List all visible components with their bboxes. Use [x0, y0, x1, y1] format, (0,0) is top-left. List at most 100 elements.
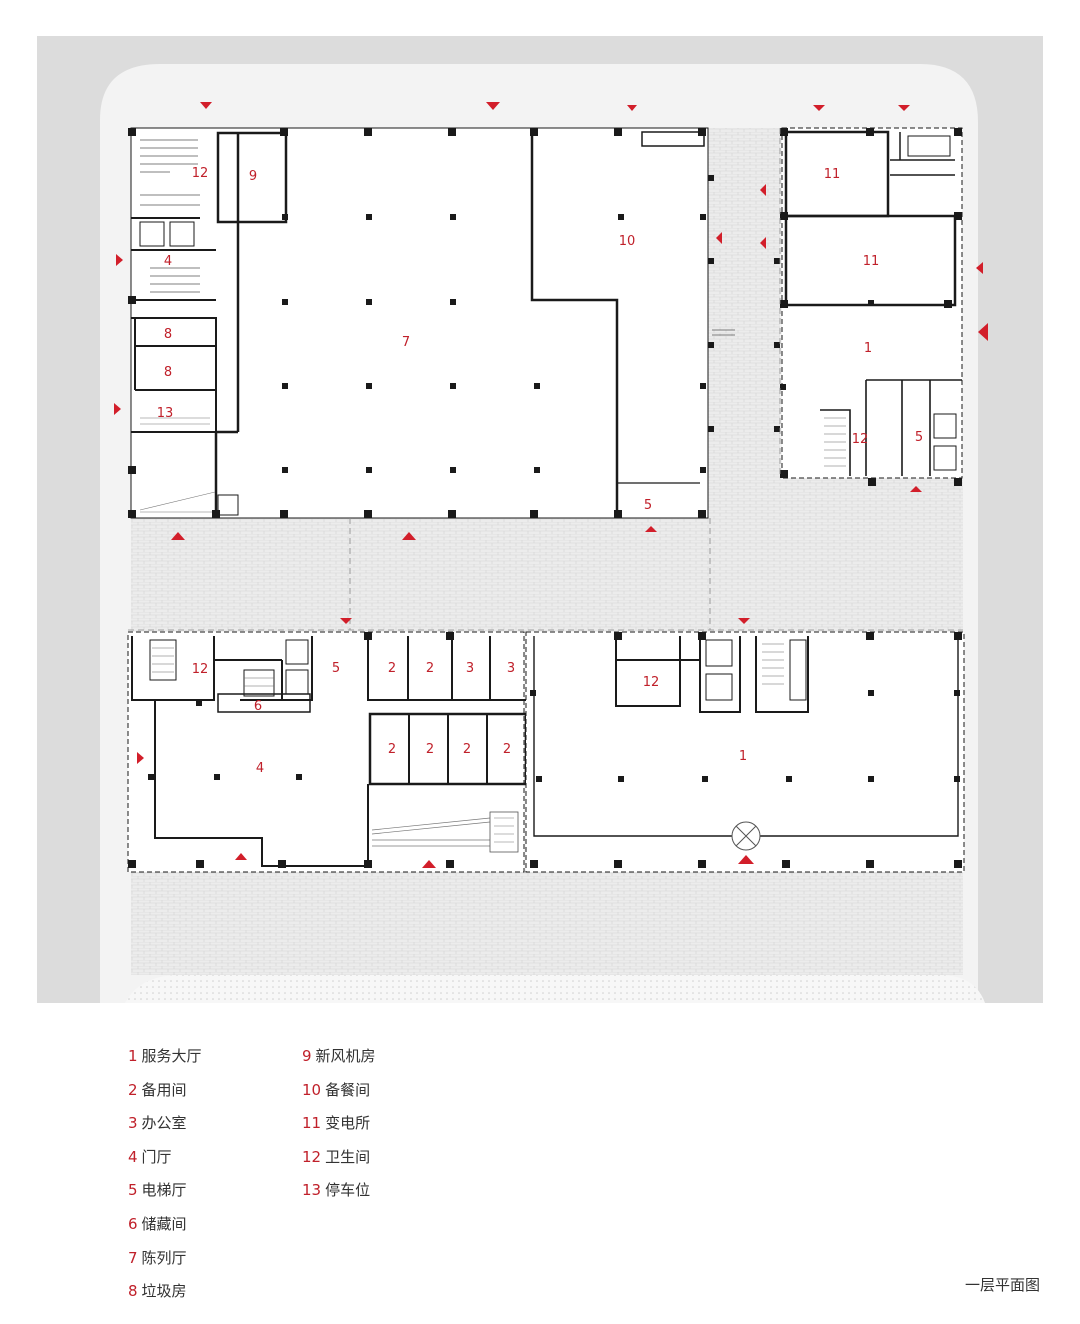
legend-number: 2: [128, 1080, 138, 1099]
room-number: 4: [164, 254, 172, 269]
room-number: 3: [507, 661, 515, 676]
entrance-arrow: [116, 254, 123, 266]
legend-label: 电梯厅: [141, 1181, 187, 1200]
entrance-arrow: [978, 323, 988, 341]
room-number: 9: [249, 169, 257, 184]
room-number: 5: [915, 430, 923, 445]
room-numbers: 12 9 4 8 8 13 7 10 5 11 11 1 12 5 12 6 5…: [157, 166, 923, 776]
legend-number: 3: [128, 1114, 138, 1133]
room-number: 1: [864, 341, 872, 356]
road-strip: [125, 975, 985, 1003]
entrance-arrow: [235, 853, 247, 860]
entrance-arrow: [813, 105, 825, 111]
entrance-arrow: [738, 855, 754, 864]
legend-number: 10: [302, 1080, 322, 1099]
paving-south: [131, 870, 963, 975]
room-number: 2: [503, 742, 511, 757]
legend-number: 12: [302, 1147, 322, 1166]
room-number: 2: [426, 661, 434, 676]
entrance-arrow: [627, 105, 637, 111]
legend-label: 陈列厅: [141, 1248, 187, 1267]
room-number: 12: [192, 662, 209, 677]
room-number: 5: [644, 498, 652, 513]
legend-label: 储藏间: [141, 1214, 187, 1233]
entrance-arrow: [171, 532, 185, 540]
room-number: 7: [402, 335, 410, 350]
legend-label: 新风机房: [315, 1047, 376, 1065]
legend-number: 8: [128, 1282, 138, 1301]
entrance-arrow: [200, 102, 212, 109]
room-number: 13: [157, 406, 174, 421]
north-east-building: [708, 127, 963, 486]
entrance-arrow: [760, 237, 766, 249]
entrance-arrow: [910, 486, 922, 492]
room-number: 12: [643, 675, 660, 690]
room-number: 8: [164, 327, 172, 342]
room-number: 10: [619, 234, 636, 249]
legend-label: 门厅: [141, 1147, 172, 1166]
entrance-arrow: [340, 618, 352, 624]
room-number: 2: [463, 742, 471, 757]
room-number: 12: [852, 432, 869, 447]
legend-number: 1: [128, 1047, 138, 1065]
entrance-arrow: [645, 526, 657, 532]
legend-number: 13: [302, 1181, 322, 1200]
entrance-arrow: [486, 102, 500, 110]
room-number: 11: [824, 167, 841, 182]
legend-number: 11: [302, 1114, 322, 1133]
entrance-arrow: [402, 532, 416, 540]
room-number: 6: [254, 699, 262, 714]
room-number: 2: [426, 742, 434, 757]
legend-label: 备餐间: [325, 1080, 371, 1099]
legend-label: 卫生间: [325, 1147, 371, 1166]
entrance-arrow: [976, 262, 983, 274]
legend-number: 4: [128, 1147, 138, 1166]
room-number: 4: [256, 761, 264, 776]
room-number: 3: [466, 661, 474, 676]
room-number: 2: [388, 661, 396, 676]
legend-number: 7: [128, 1248, 138, 1267]
south-east-building: [364, 631, 965, 873]
room-number: 12: [192, 166, 209, 181]
legend-label: 办公室: [141, 1114, 187, 1133]
room-number: 1: [739, 749, 747, 764]
room-number: 2: [388, 742, 396, 757]
drawing-title: 一层平面图: [964, 1276, 1040, 1294]
room-number: 5: [332, 661, 340, 676]
paving-courtyard: [131, 517, 963, 631]
entrance-arrow: [137, 752, 144, 764]
room-number: 8: [164, 365, 172, 380]
legend-number: 5: [128, 1181, 138, 1200]
entrance-arrow: [760, 184, 766, 196]
north-west-building: [128, 127, 709, 519]
entrance-arrow: [716, 232, 722, 244]
south-west-building: [127, 631, 536, 873]
legend-label: 服务大厅: [141, 1047, 202, 1065]
floor-plan: 12 9 4 8 8 13 7 10 5 11 11 1 12 5 12 6 5…: [37, 36, 1043, 1003]
legend-number: 6: [128, 1214, 138, 1233]
setback-lines: [128, 128, 963, 631]
entrance-arrow: [738, 618, 750, 624]
legend-label: 停车位: [325, 1181, 371, 1200]
legend-number: 9: [302, 1047, 312, 1065]
entrance-arrow: [422, 860, 436, 868]
legend-label: 垃圾房: [141, 1282, 187, 1301]
room-number: 11: [863, 254, 880, 269]
paving-walkway: [708, 128, 780, 518]
entrance-arrow: [114, 403, 121, 415]
legend-label: 变电所: [325, 1114, 371, 1133]
